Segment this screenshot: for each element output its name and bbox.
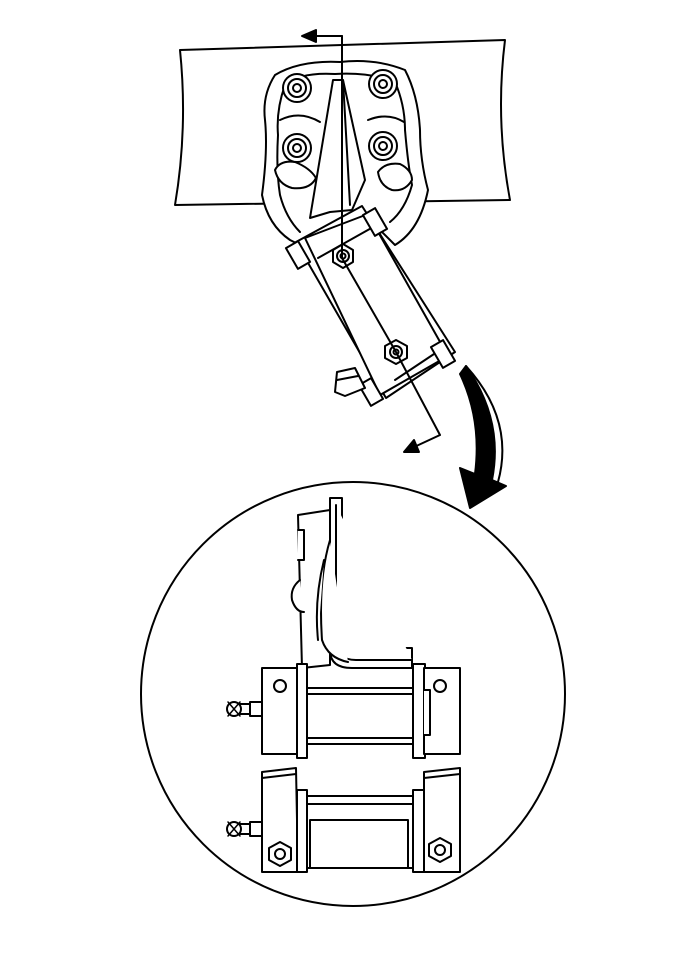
upper-bushing-right-hole [434, 680, 446, 692]
detail-bracket-boss [292, 580, 304, 612]
lower-bushing-block-lines [262, 774, 460, 778]
detail-lower-bushing [227, 768, 460, 872]
detail-bracket-L-inner [336, 505, 412, 660]
bracket-bolt-top-right [369, 70, 397, 98]
detail-callout-arrow-outline [466, 366, 502, 482]
grease-fitting-stub [335, 368, 365, 396]
lower-bushing-right-bolt [429, 838, 451, 862]
detail-bracket-curve [321, 540, 348, 662]
frame-rail-outline [175, 40, 510, 205]
shackle-bushing-block-top-left [286, 241, 310, 269]
detail-view-circle [141, 482, 565, 906]
detail-bracket-plate [292, 498, 412, 668]
section-view-arrow [302, 30, 440, 452]
detail-bracket-curve-2 [317, 560, 324, 640]
shackle-bracket [262, 61, 428, 260]
detail-upper-bushing [227, 664, 460, 758]
bracket-web-right [368, 116, 404, 122]
bracket-bolt-bottom-right [369, 132, 397, 160]
bracket-slot-left [275, 162, 316, 189]
detail-callout-arrow-body [460, 366, 506, 508]
shackle-bushing-block-bottom-right [431, 340, 455, 368]
lower-bushing-left-bolt [269, 842, 291, 866]
upper-bushing-sleeve [307, 688, 415, 744]
upper-bushing-left-hole [274, 680, 286, 692]
section-arrow-top-head [302, 30, 316, 42]
bracket-bolt-bottom-left [283, 134, 311, 162]
lower-bushing-left-flange [297, 790, 307, 872]
shackle-bushing-block-bottom-left [359, 378, 383, 406]
detail-view-boundary [141, 482, 565, 906]
frame-rail [175, 40, 510, 205]
bracket-bolts [283, 70, 397, 162]
bracket-bolt-top-left [283, 74, 311, 102]
section-arrow-line [342, 36, 440, 448]
upper-bushing-left-flange [297, 664, 307, 758]
shackle-link-front-plate [305, 214, 448, 395]
bracket-web-left [280, 115, 320, 122]
lower-bushing-insert [310, 820, 408, 868]
upper-grease-fitting [227, 702, 262, 716]
upper-bushing-sleeve-lines [307, 694, 415, 738]
bracket-slot-right [378, 164, 412, 191]
upper-bushing-right-block-step [424, 690, 430, 735]
detail-callout-arrow [460, 366, 506, 508]
shackle-bushing-block-top-right [363, 208, 387, 236]
section-arrow-bottom-head [404, 440, 419, 452]
shackle-bracket-notch-line [343, 80, 350, 205]
detail-bracket-step [298, 530, 304, 560]
shackle-link-edge [318, 226, 440, 380]
grease-fitting-stub-line [337, 376, 358, 380]
lower-grease-fitting [227, 822, 262, 836]
